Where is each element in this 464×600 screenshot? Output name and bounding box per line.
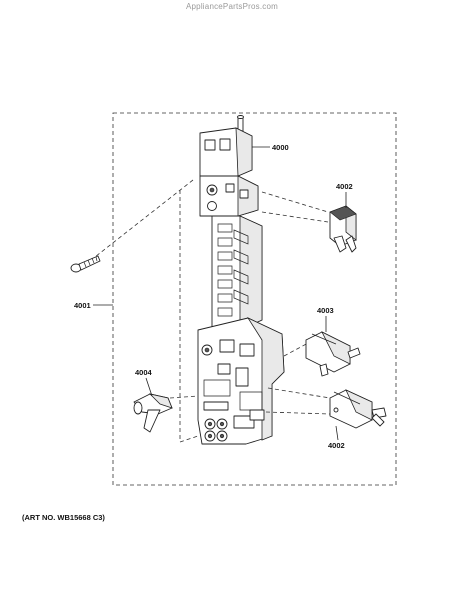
latch-lever [133,393,173,433]
micro-switch-middle [305,331,361,377]
callout-4004: 4004 [135,368,153,377]
callout-4002-upper: 4002 [336,182,353,191]
callout-4003: 4003 [317,306,334,315]
leader-lines [93,146,347,441]
callout-4000: 4000 [272,143,289,152]
watermark: AppliancePartsPros.com [186,2,278,11]
callout-4001: 4001 [74,301,91,310]
assembly-boundary [112,112,397,486]
screw [70,255,101,273]
callout-4002-lower: 4002 [328,441,345,450]
micro-switch-lower [329,389,387,429]
micro-switch-upper [329,205,357,253]
alignment-lines [85,179,331,443]
art-number: (ART NO. WB15668 C3) [22,513,105,522]
latch-bracket-assembly [197,115,285,445]
